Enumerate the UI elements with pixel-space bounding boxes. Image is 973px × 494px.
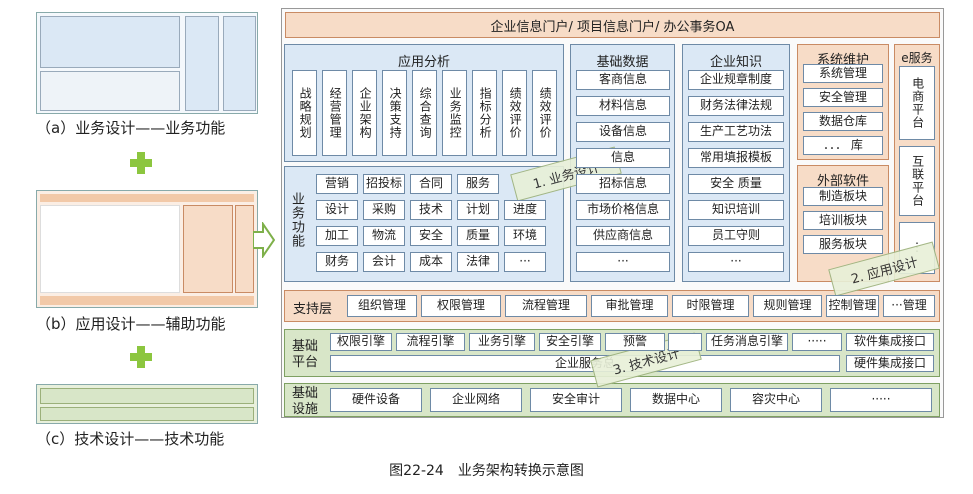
engine-item: 任务消息引擎 [706, 333, 788, 351]
infra-item: 数据中心 [630, 388, 722, 412]
biz-func-item: 环境 [504, 226, 546, 246]
engine-item: 流程引擎 [396, 333, 465, 351]
biz-func-item: 会计 [363, 252, 405, 272]
knowledge-title: 企业知识 [709, 55, 762, 70]
infra-item: 容灾中心 [730, 388, 822, 412]
support-item: 规则管理 [753, 295, 822, 317]
biz-func-item: 招投标 [363, 174, 405, 194]
arrow-right-icon [253, 222, 275, 258]
biz-func-item: 物流 [363, 226, 405, 246]
engine-item: 软件集成接口 [846, 333, 934, 351]
thumbnail-application-design [36, 190, 258, 308]
base-platform-label: 基础平台 [292, 339, 319, 370]
biz-func-item: 计划 [457, 200, 499, 220]
knowledge-item: 财务法律法规 [688, 96, 784, 116]
portal-label: 企业信息门户/ 项目信息门户/ 办公事务OA [490, 19, 735, 35]
biz-func-item: 财务 [316, 252, 358, 272]
base-data-item: 市场价格信息 [576, 200, 670, 220]
engine-item: 权限引擎 [330, 333, 392, 351]
app-analysis-item: 绩效评价 [532, 70, 557, 156]
infra-item: 安全审计 [530, 388, 622, 412]
biz-func-item: 进度 [504, 200, 546, 220]
support-item: 控制管理 [826, 295, 879, 317]
sysmaint-item: 安全管理 [803, 88, 883, 107]
enterprise-service-bus: 企业服务总 [330, 355, 840, 372]
external-title: 外部软件 [816, 174, 869, 189]
infra-item: 企业网络 [430, 388, 522, 412]
biz-func-item: 质量 [457, 226, 499, 246]
biz-func-item: 成本 [410, 252, 452, 272]
support-item: 审批管理 [591, 295, 668, 317]
caption-c: （c）技术设计——技术功能 [36, 430, 225, 448]
biz-func-item: 安全 [410, 226, 452, 246]
app-analysis-title: 应用分析 [397, 55, 450, 70]
thumbnail-technical-design [36, 384, 258, 424]
app-analysis-item: 企业架构 [352, 70, 377, 156]
knowledge-item: 生产工艺功法 [688, 122, 784, 142]
engine-item: 安全引擎 [539, 333, 601, 351]
figure-caption: 图22-24 业务架构转换示意图 [389, 463, 584, 479]
support-label: 支持层 [293, 302, 333, 317]
biz-func-item: 合同 [410, 174, 452, 194]
engine-item: 预警 [605, 333, 665, 351]
caption-a: （a）业务设计——业务功能 [36, 119, 226, 137]
infra-label: 基础设施 [292, 386, 319, 417]
support-item: ···管理 [883, 295, 935, 317]
base-data-item: 材料信息 [576, 96, 670, 116]
app-analysis-item: 业务监控 [442, 70, 467, 156]
biz-func-item: 法律 [457, 252, 499, 272]
base-data-item: 供应商信息 [576, 226, 670, 246]
biz-func-item: 加工 [316, 226, 358, 246]
support-item: 权限管理 [421, 295, 501, 317]
app-analysis-item: 综合查询 [412, 70, 437, 156]
eservice-item: 电商平台 [899, 66, 935, 140]
engine-item [668, 333, 702, 351]
biz-func-item: 设计 [316, 200, 358, 220]
thumbnail-business-design [36, 12, 258, 114]
support-item: 时限管理 [672, 295, 749, 317]
knowledge-item: 知识培训 [688, 200, 784, 220]
sysmaint-item: 数据仓库 [803, 112, 883, 131]
biz-func-item: 采购 [363, 200, 405, 220]
sysmaint-item: 系统管理 [803, 64, 883, 83]
base-data-item: 招标信息 [576, 174, 670, 194]
biz-func-item: 服务 [457, 174, 499, 194]
external-item: 制造板块 [803, 187, 883, 206]
engine-item: ····· [792, 333, 842, 351]
knowledge-item: 安全 质量 [688, 174, 784, 194]
external-item: 培训板块 [803, 211, 883, 230]
support-item: 组织管理 [347, 295, 417, 317]
portal-bar: 企业信息门户/ 项目信息门户/ 办公事务OA [285, 12, 940, 38]
plus-icon [130, 152, 152, 174]
base-data-item: 客商信息 [576, 70, 670, 90]
biz-func-label: 业务功能 [289, 192, 304, 248]
knowledge-item: 员工守则 [688, 226, 784, 246]
knowledge-item: ··· [688, 252, 784, 272]
caption-b: （b）应用设计——辅助功能 [36, 315, 226, 333]
app-analysis-item: 指标分析 [472, 70, 497, 156]
sysmaint-item: ．．． 库 [803, 136, 883, 155]
biz-func-item: 营销 [316, 174, 358, 194]
biz-func-item: ··· [504, 252, 546, 272]
base-data-title: 基础数据 [596, 55, 649, 70]
biz-func-item: 技术 [410, 200, 452, 220]
engine-item: 业务引擎 [469, 333, 535, 351]
app-analysis-item: 决策支持 [382, 70, 407, 156]
infra-item: 硬件设备 [330, 388, 422, 412]
base-data-item: ··· [576, 252, 670, 272]
infra-item: ····· [830, 388, 932, 412]
knowledge-item: 常用填报模板 [688, 148, 784, 168]
app-analysis-item: 绩效评价 [502, 70, 527, 156]
eservice-item: 互联平台 [899, 146, 935, 216]
base-data-item: 信息 [576, 148, 670, 168]
plus-icon [130, 346, 152, 368]
hardware-interface: 硬件集成接口 [846, 355, 934, 372]
app-analysis-item: 经营管理 [322, 70, 347, 156]
external-item: 服务板块 [803, 235, 883, 254]
support-item: 流程管理 [505, 295, 587, 317]
eservice-title: e服务 [901, 51, 933, 65]
knowledge-item: 企业规章制度 [688, 70, 784, 90]
base-data-item: 设备信息 [576, 122, 670, 142]
app-analysis-item: 战略规划 [292, 70, 317, 156]
